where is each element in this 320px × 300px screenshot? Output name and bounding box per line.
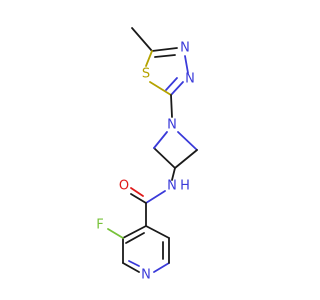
bond-py-c4-c3 xyxy=(122,225,147,239)
atom-label-sulfur: S xyxy=(142,67,150,82)
azetidine-ring xyxy=(153,131,198,169)
bond-n4-n3 xyxy=(184,55,189,74)
bond-c4a-azn xyxy=(153,131,168,149)
atom-label-azetidine-n: N xyxy=(167,118,177,133)
molecule-structure-diagram: S N N N N H O F N xyxy=(96,27,198,283)
bond-py-c3-f xyxy=(107,228,124,239)
bond-carbonyl-c-o xyxy=(130,193,147,204)
bond-carbonyl-c-o-double xyxy=(130,187,144,197)
bond-methyl-c5 xyxy=(131,27,153,52)
atom-label-carbonyl-o: O xyxy=(119,179,129,194)
bond-py-c5-c4 xyxy=(145,225,170,239)
bond-py-n1-c6 xyxy=(153,262,170,273)
bond-c3a-amide-n xyxy=(171,167,176,181)
pyridine-ring xyxy=(107,225,170,273)
amide-group xyxy=(130,187,166,227)
bond-azn-c2a xyxy=(177,131,198,151)
atom-label-thiadiazole-n3: N xyxy=(185,72,195,87)
bond-c3a-c4a xyxy=(153,147,176,169)
thiadiazole-ring xyxy=(131,27,189,96)
bond-c2-s1 xyxy=(149,81,172,96)
bond-py-c2-n1 xyxy=(122,262,140,273)
bond-n3-c2 xyxy=(170,81,184,96)
bond-amide-n-carbonyl-c xyxy=(145,190,166,204)
atom-label-thiadiazole-n4: N xyxy=(180,41,190,56)
bond-c5-n4 xyxy=(151,47,178,52)
bond-c2a-c3a xyxy=(174,149,198,169)
bond-c5-n4-double xyxy=(154,54,176,58)
bond-n3-c2-double xyxy=(165,77,178,91)
atom-label-amide-h: H xyxy=(180,179,190,194)
bond-s1-c5 xyxy=(145,50,153,67)
bond-c2-azetidine-n xyxy=(170,94,173,118)
bond-py-c2-n1-inner xyxy=(128,260,140,267)
bond-py-c4-c3-inner xyxy=(125,232,145,244)
atom-label-pyridine-n: N xyxy=(141,268,151,283)
atom-label-amide-n: N xyxy=(167,179,177,194)
atom-label-fluorine: F xyxy=(96,218,103,233)
